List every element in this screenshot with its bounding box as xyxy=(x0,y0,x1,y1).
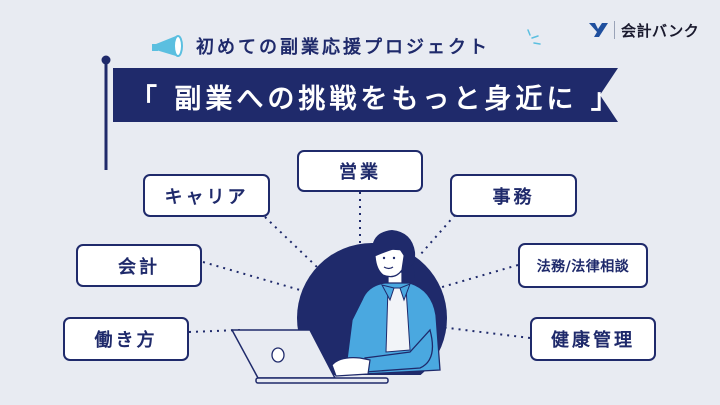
banner-title: 「 副業への挑戦をもっと身近に 」 xyxy=(130,83,622,115)
laptop-illustration xyxy=(230,329,389,384)
brand-name: 会計バンク xyxy=(621,21,700,40)
megaphone-icon xyxy=(152,35,183,57)
topic-work-style: 働き方 xyxy=(63,317,189,361)
sparkle-icon xyxy=(527,29,541,45)
banner-ribbon xyxy=(113,68,618,122)
topic-legal: 法務/法律相談 xyxy=(518,243,648,288)
topic-health: 健康管理 xyxy=(530,317,656,361)
topic-accounting: 会計 xyxy=(76,244,202,287)
logo-mark-icon xyxy=(589,23,608,37)
logo-divider xyxy=(614,21,615,39)
person-illustration xyxy=(331,230,441,377)
topic-label: 事務 xyxy=(492,186,535,208)
topic-label: 健康管理 xyxy=(551,330,635,351)
topic-career: キャリア xyxy=(143,174,270,217)
topic-label: 営業 xyxy=(339,162,381,183)
topic-label: 法務/法律相談 xyxy=(536,258,630,275)
topic-label: キャリア xyxy=(164,186,249,208)
flag-pole xyxy=(101,55,111,170)
topic-label: 会計 xyxy=(118,256,160,278)
project-subtitle: 初めての副業応援プロジェクト xyxy=(196,37,490,58)
topic-office-work: 事務 xyxy=(450,174,577,217)
topic-label: 働き方 xyxy=(94,330,158,351)
topic-sales: 営業 xyxy=(297,150,423,192)
brand-logo: 会計バンク xyxy=(588,19,699,41)
